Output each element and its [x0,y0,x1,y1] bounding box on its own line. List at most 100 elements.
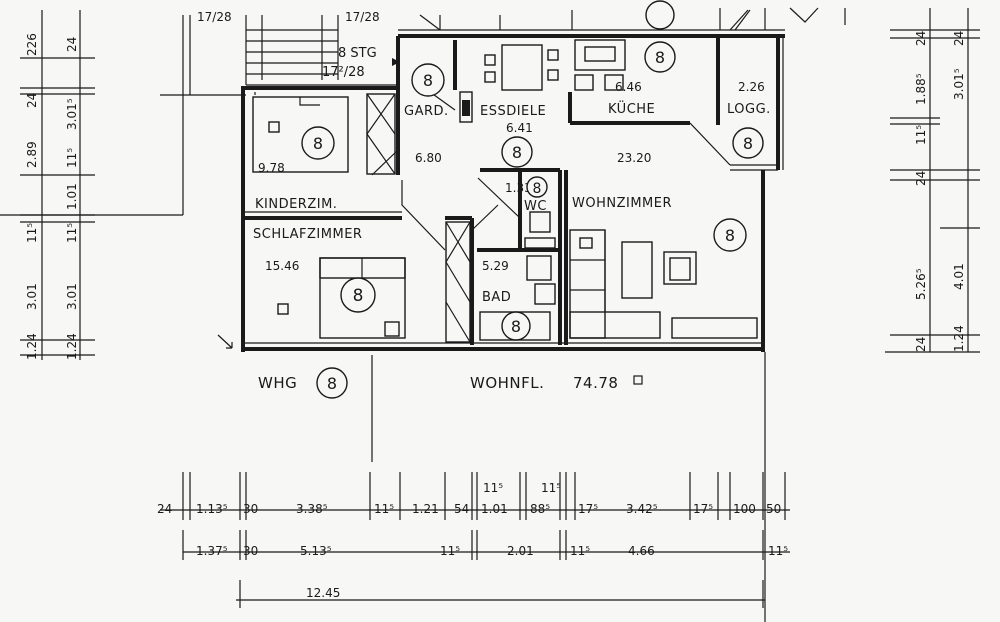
dim-label: 11⁵ [440,544,460,558]
stair-ratio: 17²/28 [322,65,365,80]
dim-label: 1.37⁵ [196,544,228,558]
unit-marker: 8 [501,311,531,341]
dim-label: 24 [952,31,966,46]
room-name-essdiele: ESSDIELE [480,104,546,119]
dim-label: 12.45 [306,586,340,600]
dim-label: 30 [243,544,258,558]
svg-text:8: 8 [743,134,753,153]
dim-label: 11⁵ [541,481,561,495]
svg-text:8: 8 [725,226,735,245]
dim-label: 3.01 [25,283,39,310]
room-name-kueche: KÜCHE [608,100,655,117]
stair-note: 8 STG [338,46,377,61]
dim-label: 4.01 [952,263,966,290]
unit-marker: 8 [713,218,747,252]
dim-label: 2.89 [25,141,39,168]
dimension-row-2: 1.37⁵ 30 5.13⁵ 11⁵ 2.01 11⁵ 4.66 11⁵ [182,530,790,560]
dimension-row-1: 24 1.13⁵ 30 3.38⁵ 11⁵ 1.21 54 1.01 88⁵ 1… [157,472,790,520]
apartment-walls [241,36,784,352]
dim-label: 11⁵ [483,481,503,495]
room-name-wc: WC [524,199,547,214]
dim-label: 11⁵ [65,148,79,168]
room-area-loggia: 2.26 [738,80,765,94]
dim-label: 50 [766,502,781,516]
top-cut-right: 17/28 [345,10,380,24]
dim-label: 1.21 [412,502,439,516]
dim-label: 24 [914,171,928,186]
svg-text:8: 8 [423,71,433,90]
room-area-bad: 5.29 [482,259,509,273]
room-name-kinderzimmer: KINDERZIM. [255,197,337,212]
dim-label: 1.24 [25,333,39,360]
unit-marker: 8 [501,136,533,168]
room-area-wohnzimmer: 23.20 [617,151,651,165]
dim-label: 17⁵ [578,502,598,516]
dim-label: 11⁵ [374,502,394,516]
dim-label: 1.01 [65,183,79,210]
room-name-wohnzimmer: WOHNZIMMER [572,196,672,211]
dim-label: 1.01 [481,502,508,516]
room-area-flur: 6.80 [415,151,442,165]
dim-label: 5.13⁵ [300,544,332,558]
unit-marker: 8 [732,127,764,159]
room-labels: KINDERZIM. 9.78 SCHLAFZIMMER 15.46 6.80 … [253,80,770,305]
north-band [398,0,846,38]
dim-label: 11⁵ [65,223,79,243]
top-cut-left: 17/28 [197,10,232,24]
room-name-schlafzimmer: SCHLAFZIMMER [253,227,362,242]
unit-marker: 8 [411,63,445,97]
dim-label: 24 [914,337,928,352]
room-name-garderobe: GARD. [404,104,449,119]
dim-label: 226 [25,33,39,56]
dim-label: 24 [25,93,39,108]
dim-label: 17⁵ [693,502,713,516]
dim-label: 1.88⁵ [914,73,928,105]
dim-label: 11⁵ [914,125,928,145]
room-area-wc: 1.33 [505,181,532,195]
dim-label: 100 [733,502,756,516]
svg-text:8: 8 [511,317,521,336]
room-area-schlafzimmer: 15.46 [265,259,299,273]
dim-label: 54 [454,502,469,516]
stairwell [160,14,441,215]
dim-label: 3.42⁵ [626,502,658,516]
dim-label: 11⁵ [768,544,788,558]
dim-label: 3.01⁵ [952,68,966,100]
dim-label: 24 [914,31,928,46]
unit-marker: 8 [644,41,676,73]
dim-label: 1.24 [952,325,966,352]
unit-marker: 8 [340,277,376,313]
dim-label: 3.01 [65,283,79,310]
dim-label: 1.13⁵ [196,502,228,516]
dim-label: 30 [243,502,258,516]
room-area-kueche: 6.46 [615,80,642,94]
right-dimensions: 24 1.88⁵ 11⁵ 24 5.26⁵ 24 24 3.01⁵ 4.01 1… [885,8,980,353]
unit-label: WHG [258,374,297,392]
dim-label: 5.26⁵ [914,268,928,300]
unit-marker: 8 [301,126,335,160]
area-value: 74.78 [573,374,618,392]
unit-label-number: 8 [327,374,337,393]
room-name-bad: BAD [482,290,511,305]
dim-label: 2.01 [507,544,534,558]
footer: WHG 8 WOHNFL. 74.78 [258,352,766,622]
furniture [252,39,758,343]
dim-label: 3.38⁵ [296,502,328,516]
svg-text:8: 8 [655,48,665,67]
svg-text:8: 8 [313,134,323,153]
area-label: WOHNFL. [470,374,544,392]
unit-markers: 8 8 8 8 8 8 8 8 8 [301,41,764,341]
dim-label: 24 [65,37,79,52]
dim-label: 88⁵ [530,502,550,516]
room-area-kinderzimmer: 9.78 [258,161,285,175]
unit-label-circle [316,367,348,399]
dim-label: 11⁵ [25,223,39,243]
dimension-row-3: 12.45 [236,580,765,608]
dim-label: 11⁵ [570,544,590,558]
left-dimensions: 226 24 2.89 11⁵ 3.01 1.24 24 3.01⁵ 11⁵ 1… [0,10,183,360]
svg-text:8: 8 [512,143,522,162]
dim-label: 24 [157,502,172,516]
room-area-essdiele: 6.41 [506,121,533,135]
svg-text:8: 8 [353,286,364,306]
